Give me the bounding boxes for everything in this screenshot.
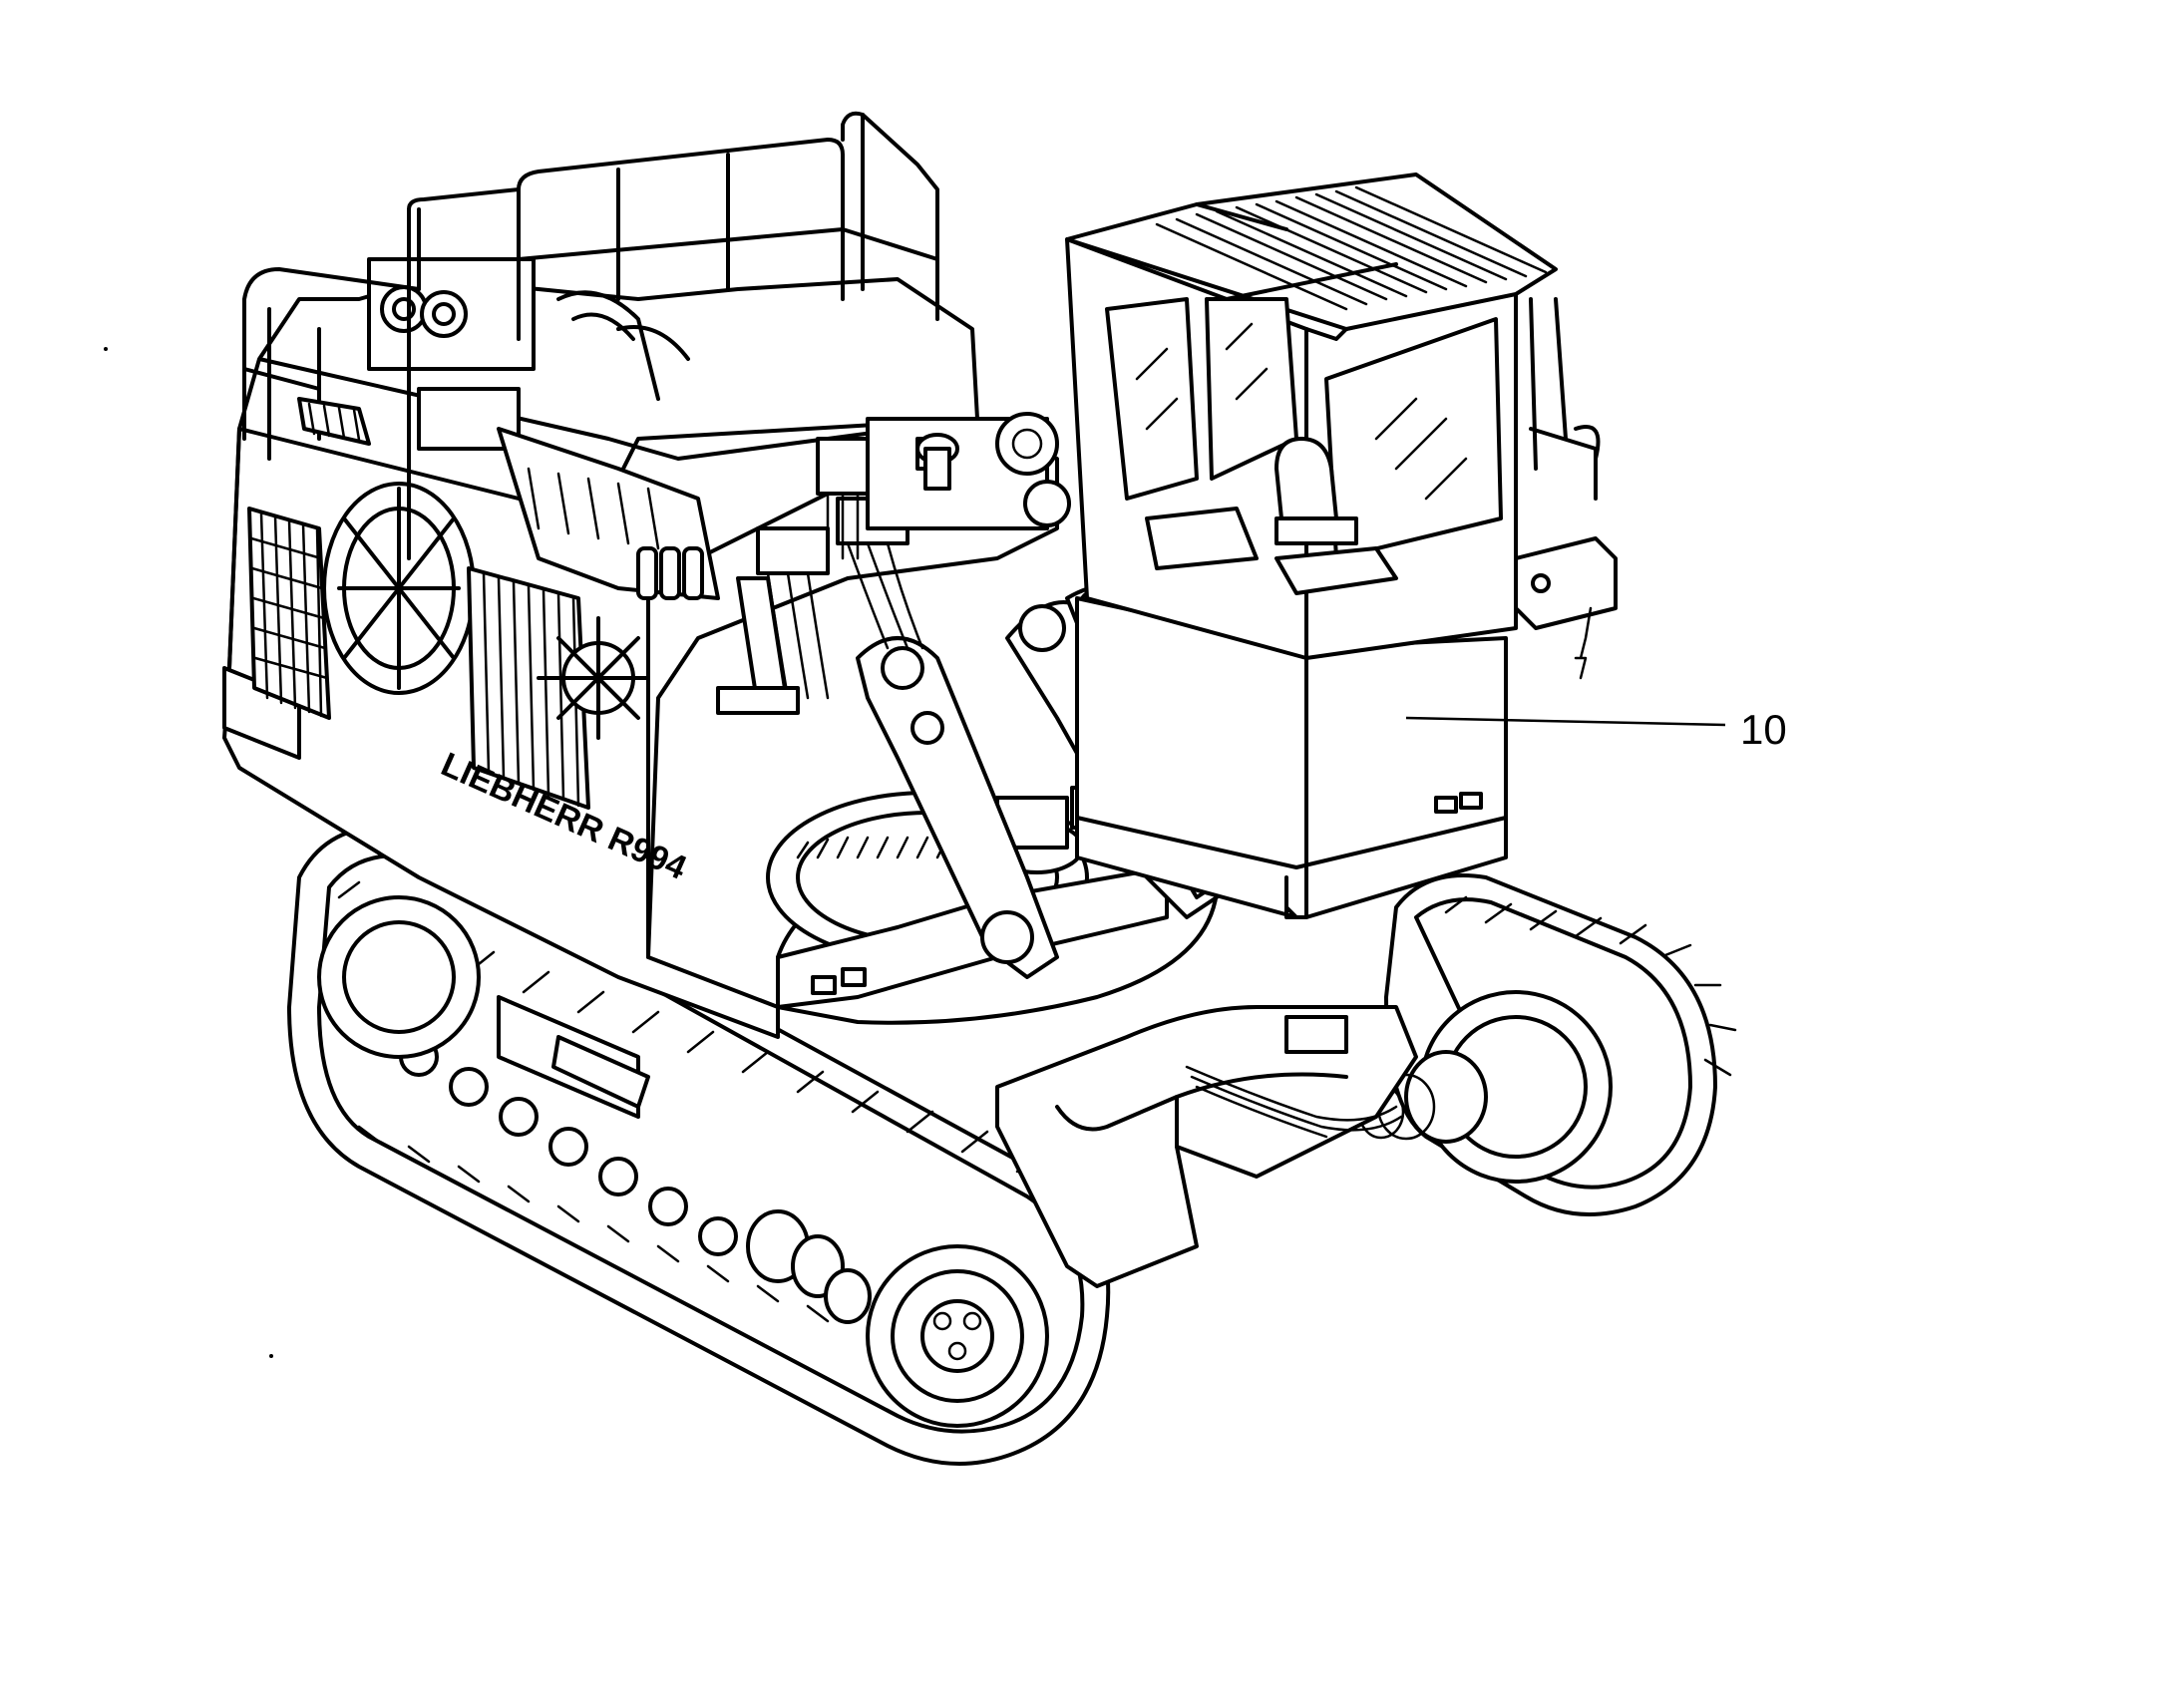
drive-sprocket [866,1244,1049,1428]
fan-2 [537,616,660,740]
track-rollers [399,1037,738,1256]
grille-2 [467,566,590,810]
right-crawler-track [1357,873,1737,1216]
electrical-box [1514,536,1618,680]
handrails [242,111,939,560]
cab-window-left [1105,297,1199,501]
callout-10-leader [1405,716,1726,727]
callout-label-10: 10 [1740,706,1787,753]
operator-seat [1274,437,1358,545]
travel-motor [746,1209,872,1324]
filters [636,546,704,600]
radiator-grille [247,507,331,720]
right-final-drive [1357,990,1613,1184]
left-crawler-track [287,824,1154,1466]
cooling-fan [322,482,476,695]
car-body [995,1005,1418,1288]
operator-cab [1065,172,1618,919]
engine-components [367,257,1071,715]
